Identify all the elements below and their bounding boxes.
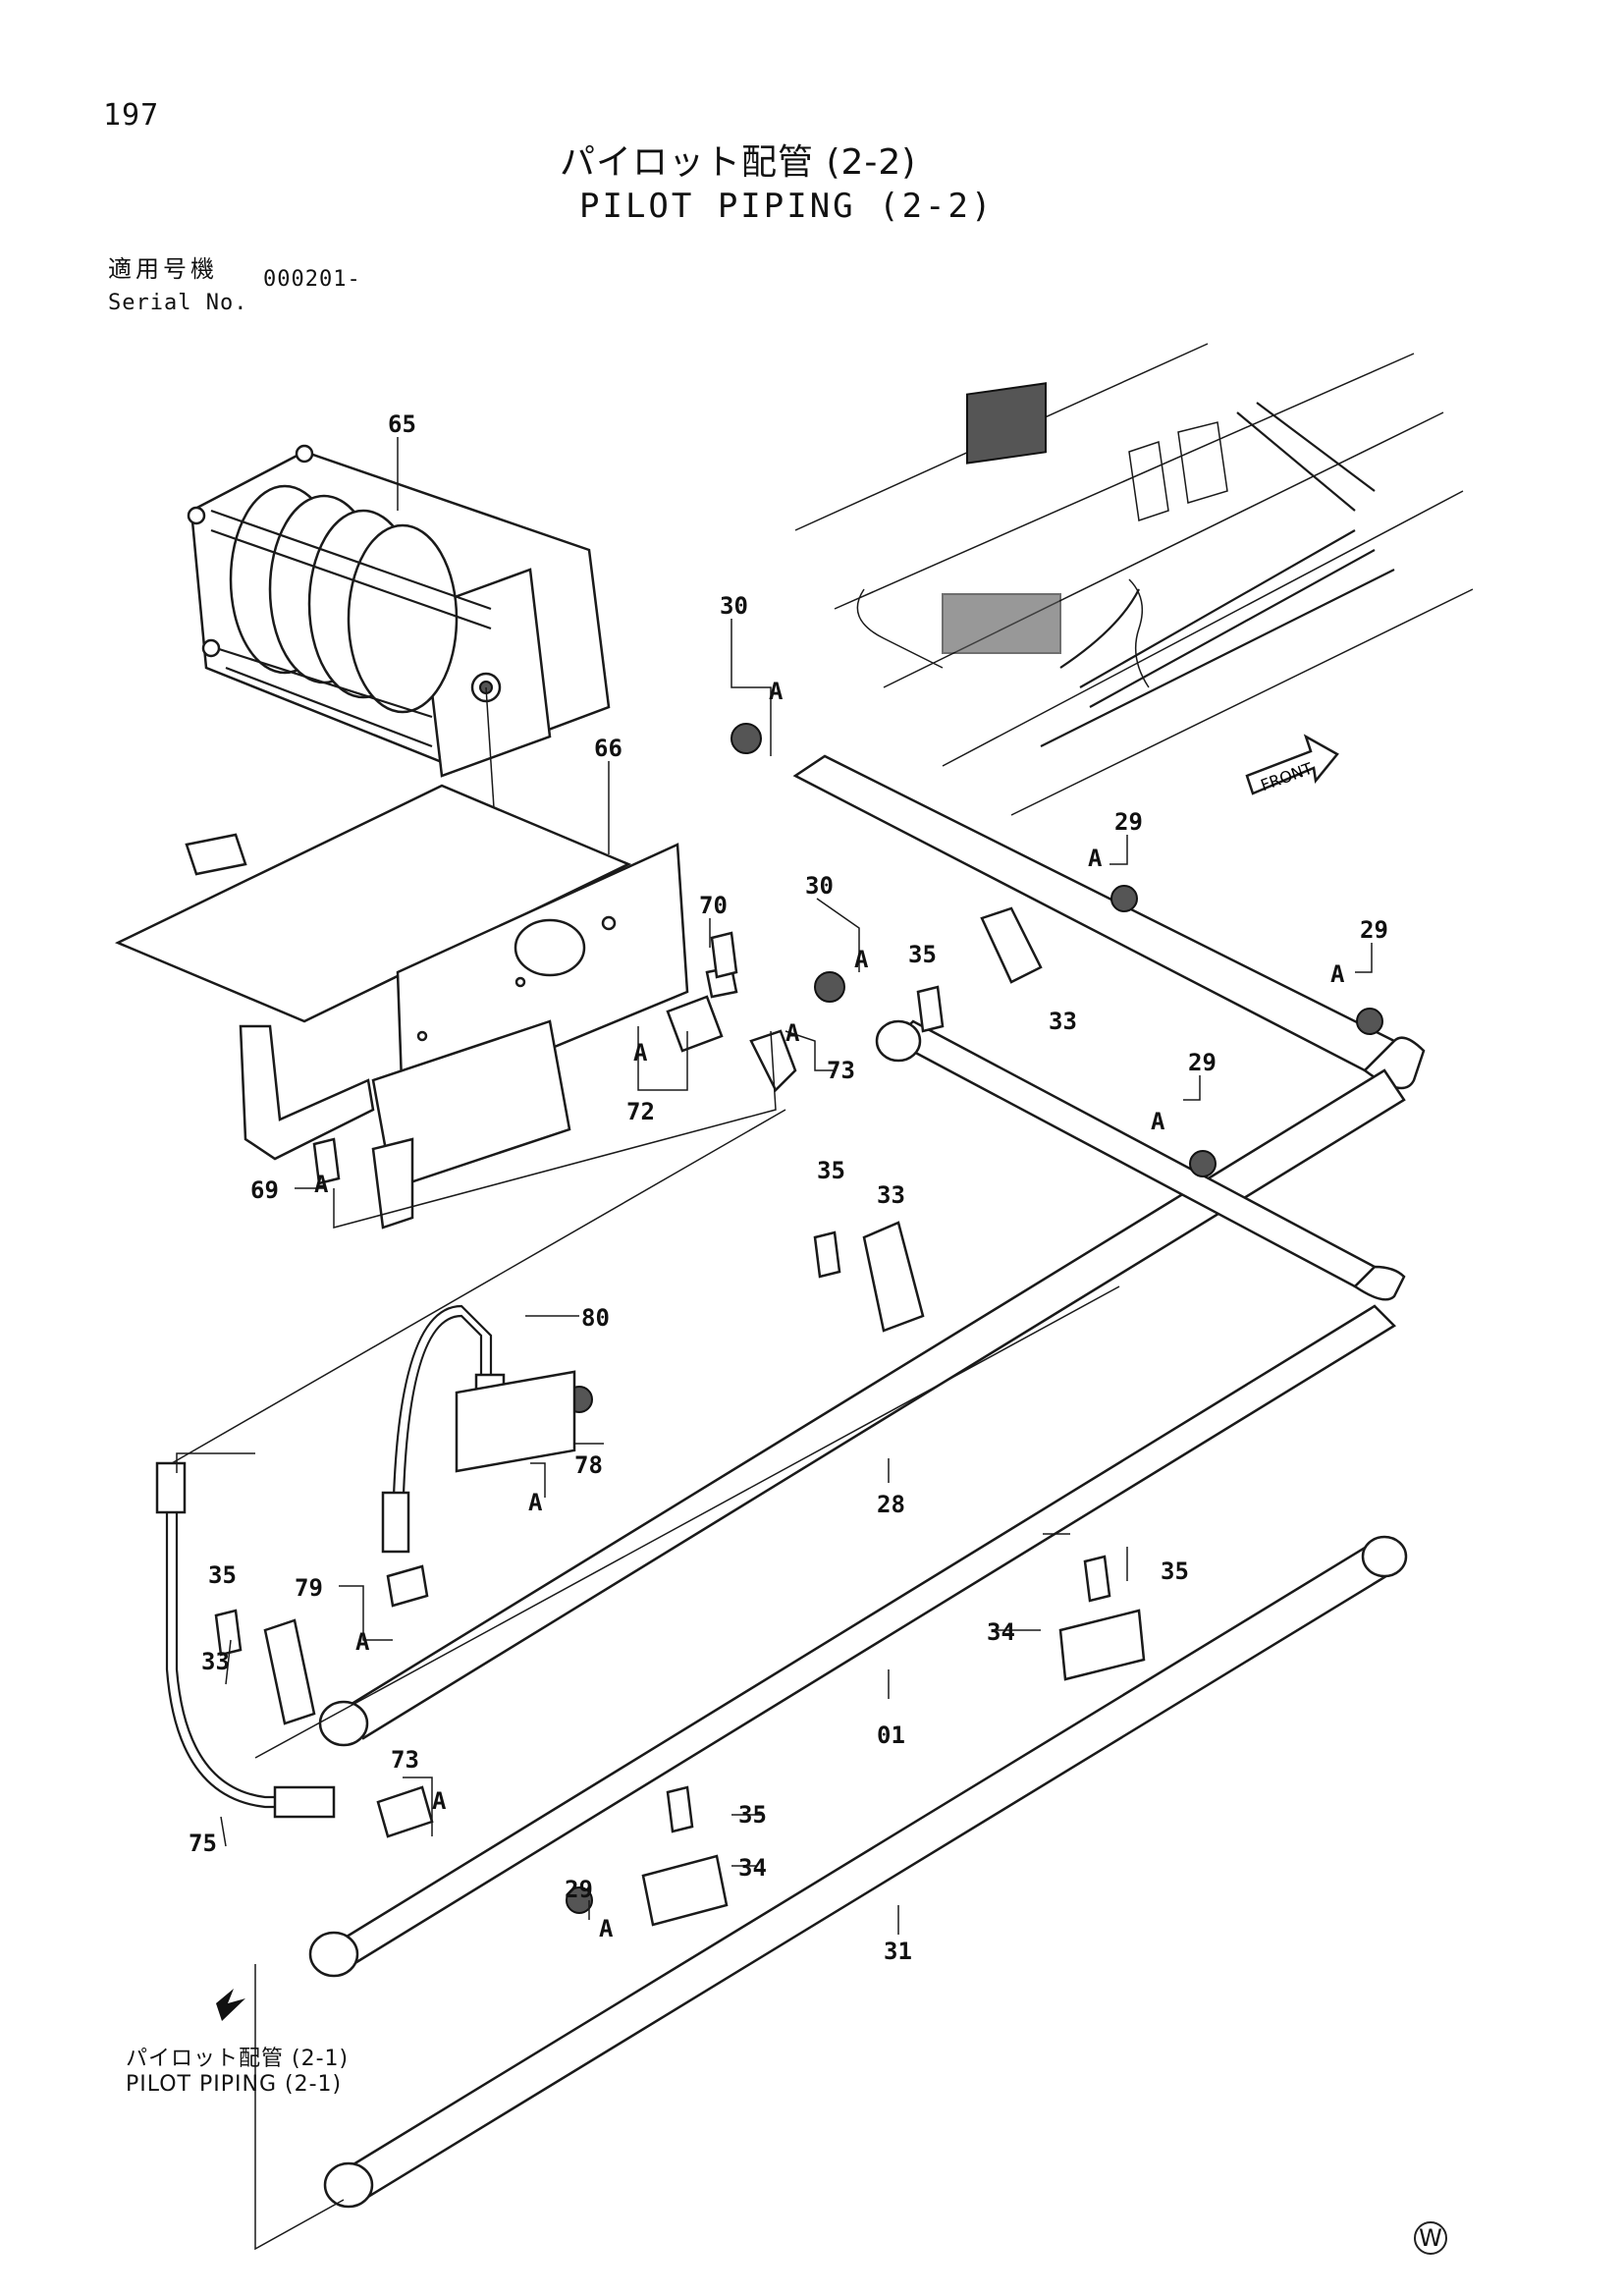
pipe-upper-branch	[308, 1019, 1406, 1978]
a-label: A	[599, 1915, 614, 1942]
callout-35: 35	[908, 941, 937, 968]
hose-75	[155, 1461, 336, 1819]
pipe-28	[318, 754, 1426, 1747]
callout-79: 79	[295, 1574, 323, 1602]
a-label: A	[314, 1171, 329, 1198]
serial-label-japanese: 適用号機	[108, 255, 218, 283]
a-label: A	[355, 1628, 370, 1656]
a-label: A	[769, 678, 784, 705]
callout-33: 33	[1049, 1008, 1077, 1035]
serial-number-value: 000201-	[263, 267, 361, 292]
callout-35: 35	[738, 1801, 767, 1829]
a-label: A	[528, 1489, 543, 1516]
callout-66: 66	[594, 735, 622, 762]
callout-34: 34	[738, 1854, 767, 1882]
callout-73: 73	[391, 1746, 419, 1774]
fittings	[214, 723, 1383, 1927]
callout-35: 35	[208, 1561, 237, 1589]
a-label: A	[1330, 960, 1345, 988]
callout-73: 73	[827, 1057, 855, 1084]
callout-31: 31	[884, 1938, 912, 1965]
page-number: 197	[103, 98, 160, 133]
a-label: A	[432, 1787, 447, 1815]
callout-35: 35	[817, 1157, 845, 1184]
machine-frame-inset: FRONT	[794, 343, 1474, 816]
serial-label-english: Serial No.	[108, 291, 248, 315]
mounting-plate-66	[114, 784, 689, 1230]
front-direction-arrow: FRONT	[1245, 734, 1339, 795]
leader-lines	[171, 437, 1373, 2251]
callout-29: 29	[565, 1876, 593, 1903]
distributor-block-65	[187, 444, 611, 914]
a-labels: A A A A A A A A A A A A	[314, 678, 1345, 1942]
callout-29: 29	[1114, 808, 1143, 836]
a-label: A	[1151, 1108, 1165, 1135]
callout-35: 35	[1161, 1558, 1189, 1585]
callout-29: 29	[1188, 1049, 1217, 1076]
callout-30: 30	[805, 872, 834, 900]
callout-70: 70	[699, 892, 728, 919]
w-mark: W	[1414, 2221, 1447, 2255]
title-english: PILOT PIPING (2-2)	[579, 187, 995, 226]
callout-33: 33	[877, 1181, 905, 1209]
callout-29: 29	[1360, 916, 1388, 944]
callout-33: 33	[201, 1648, 230, 1675]
a-label: A	[854, 946, 869, 973]
callout-30: 30	[720, 592, 748, 620]
reference-arrow	[216, 1989, 245, 2021]
reference-title-japanese: パイロット配管 (2-1)	[126, 2047, 350, 2071]
callout-72: 72	[626, 1098, 655, 1125]
pipe-31	[323, 1535, 1408, 2209]
a-label: A	[1088, 845, 1103, 872]
callout-75: 75	[189, 1830, 217, 1857]
callout-78: 78	[574, 1451, 603, 1479]
reference-title-english: PILOT PIPING (2-1)	[126, 2072, 343, 2097]
callout-69: 69	[250, 1176, 279, 1204]
a-label: A	[785, 1019, 800, 1047]
a-label: A	[633, 1039, 648, 1066]
callout-labels: 65 66 30 30 29 29 29 29 70 72 73 73 35 3…	[189, 410, 1388, 1965]
callout-65: 65	[388, 410, 416, 438]
callout-28: 28	[877, 1491, 905, 1518]
callout-80: 80	[581, 1304, 610, 1332]
callout-01: 01	[877, 1722, 905, 1749]
title-japanese: パイロット配管 (2-2)	[560, 142, 917, 183]
callout-34: 34	[987, 1618, 1015, 1646]
